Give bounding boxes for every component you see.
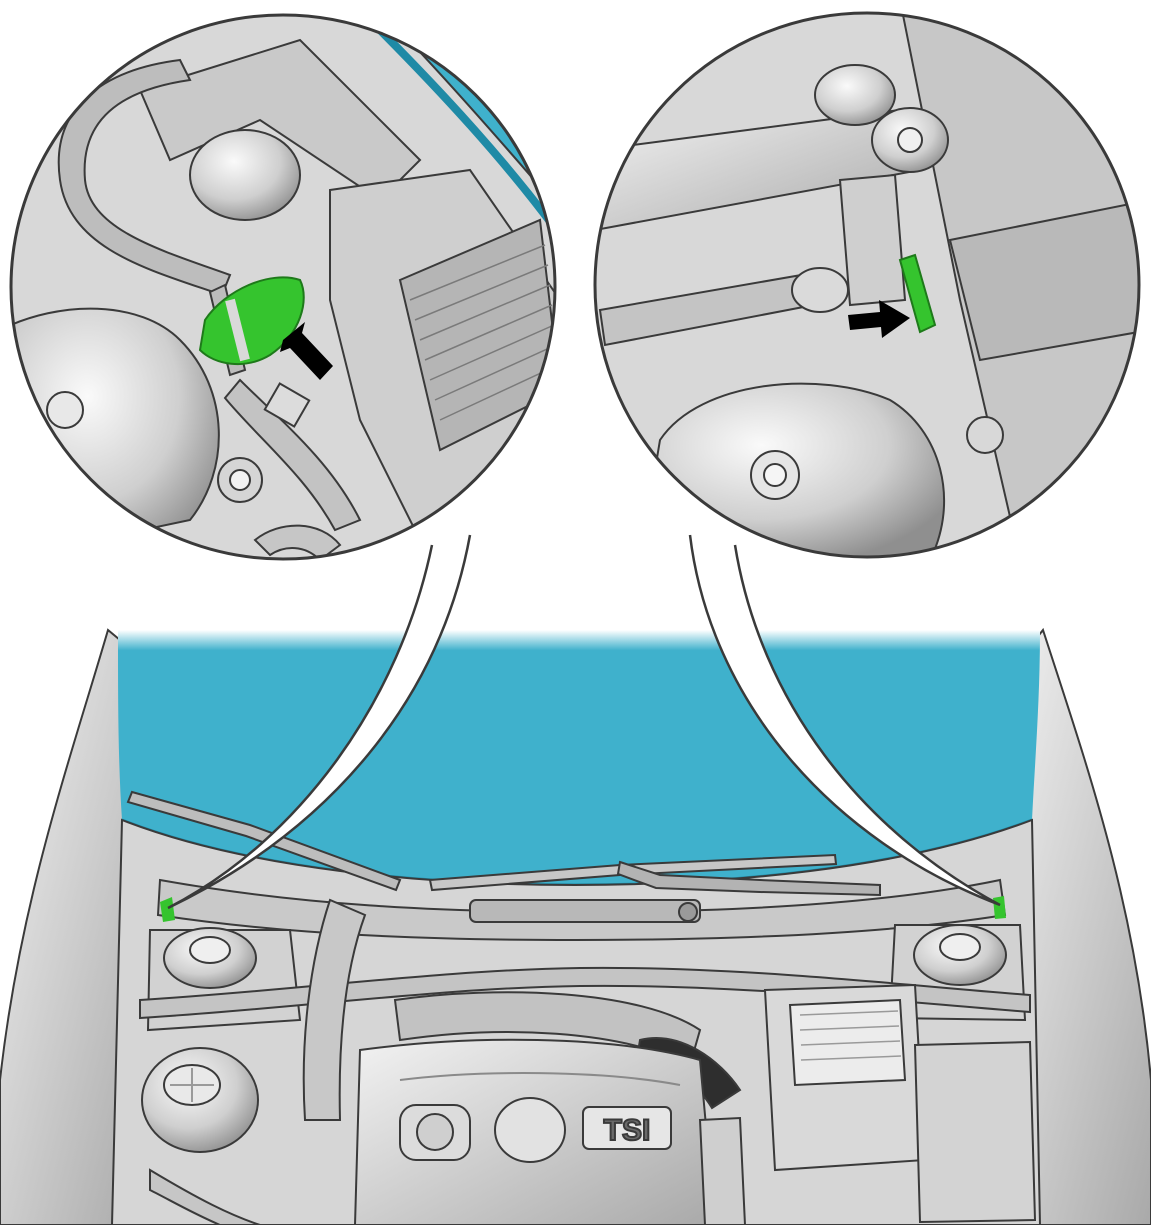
left-drain-clip-highlight bbox=[198, 276, 305, 366]
right-drain-clip-highlight bbox=[898, 253, 937, 334]
tsi-badge-label: TSI bbox=[604, 1114, 651, 1147]
engine-components: TSI bbox=[139, 898, 1037, 1225]
intake-pipe bbox=[302, 898, 367, 1121]
left-detail-callout bbox=[9, 13, 557, 561]
right-callout-pointer bbox=[688, 534, 1001, 907]
engine-cover-emblem bbox=[494, 1097, 566, 1163]
left-drain-marker bbox=[160, 897, 175, 922]
right-pointer-arrow bbox=[848, 300, 910, 338]
front-crossmember bbox=[139, 966, 1031, 1020]
left-callout-pointer bbox=[167, 534, 472, 910]
center-wiper-arm bbox=[616, 860, 881, 897]
right-drain-marker bbox=[993, 896, 1006, 919]
left-pointer-arrow bbox=[280, 322, 333, 380]
battery bbox=[913, 1040, 1037, 1224]
open-hood bbox=[118, 630, 1040, 885]
tsi-badge bbox=[582, 1106, 672, 1150]
right-detail-callout bbox=[593, 11, 1141, 559]
